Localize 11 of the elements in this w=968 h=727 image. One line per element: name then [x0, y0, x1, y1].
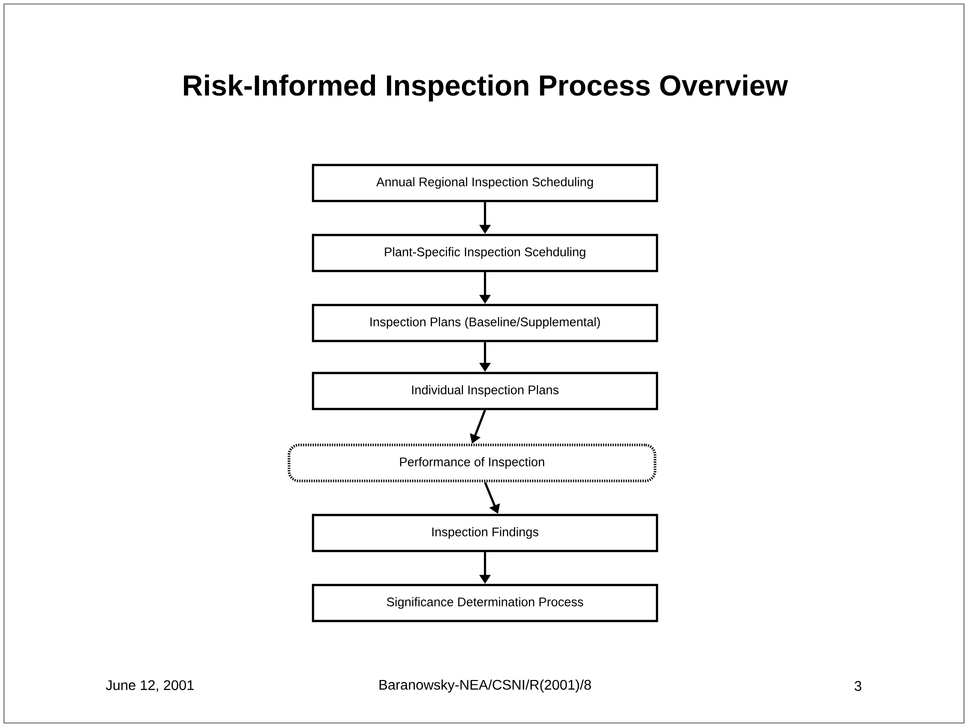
slide-title: Risk-Informed Inspection Process Overview [184, 74, 788, 102]
process-box: Inspection Plans (Baseline/Supplemental) [312, 304, 658, 342]
rounded-process-box: Performance of Inspection [288, 444, 656, 482]
footer-text: Baranowsky-NEA/CSNI/R(2001)/8 [380, 679, 591, 692]
process-box: Individual Inspection Plans [312, 372, 658, 410]
footer-text: 3 [854, 681, 862, 691]
footer-text: June 12, 2001 [106, 680, 194, 692]
process-box: Plant-Specific Inspection Scehduling [312, 234, 658, 272]
process-box: Significance Determination Process [312, 584, 658, 622]
process-box: Inspection Findings [312, 514, 658, 552]
process-box: Annual Regional Inspection Scheduling [312, 164, 658, 202]
